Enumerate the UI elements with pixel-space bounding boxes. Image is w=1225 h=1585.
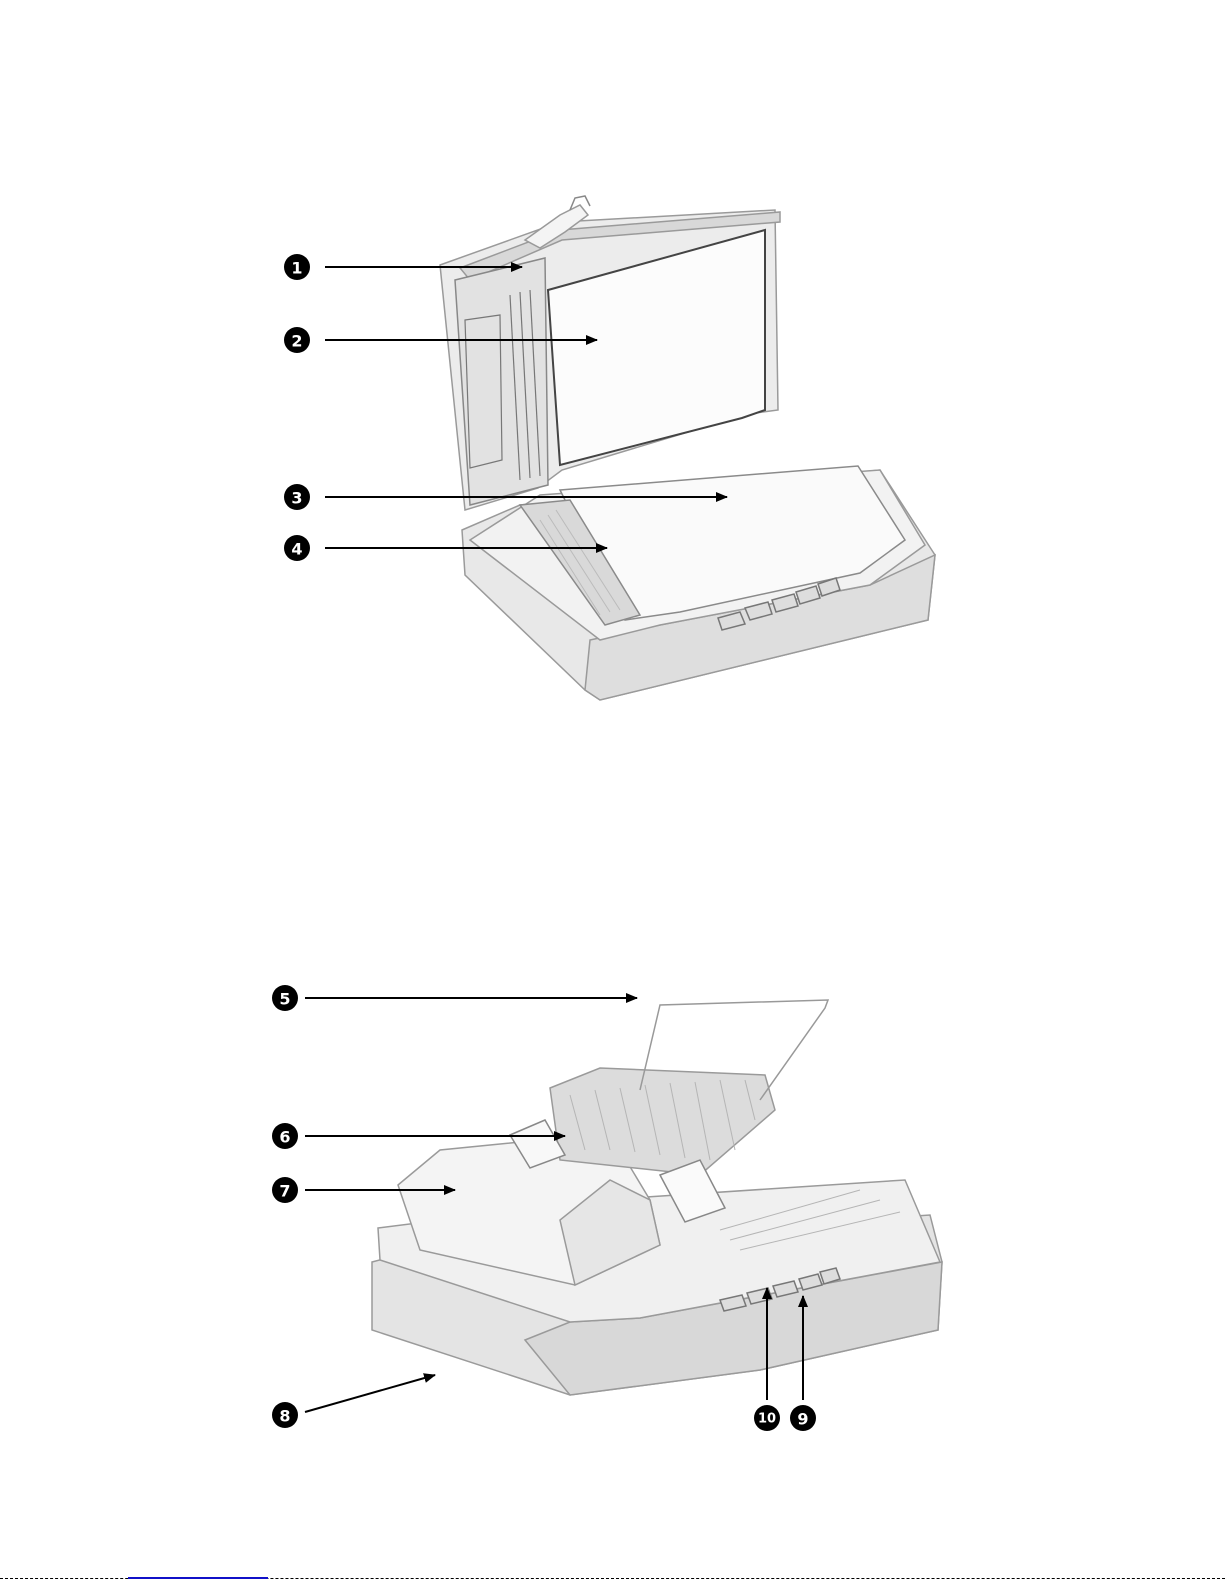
callout-1-label: 1 [291,259,302,278]
callout-3: 3 [284,484,310,510]
callout-3-label: 3 [291,489,302,508]
callout-1: 1 [284,254,310,280]
callout-8-label: 8 [279,1407,290,1426]
footer-link-underline[interactable] [128,1577,268,1579]
paper-tray [550,1068,775,1175]
callout-5: 5 [272,985,298,1011]
callout-9: 9 [790,1405,816,1431]
callout-10-label: 10 [758,1412,776,1427]
scanner-closed-illustration [372,1000,942,1395]
callout-4-label: 4 [291,540,302,559]
callout-7-label: 7 [279,1182,290,1201]
callout-2-label: 2 [291,332,302,351]
callout-6: 6 [272,1123,298,1149]
callout-8: 8 [272,1402,298,1428]
callout-2: 2 [284,327,310,353]
arrow-8 [305,1375,435,1412]
callout-10: 10 [754,1405,780,1431]
callout-4: 4 [284,535,310,561]
callout-7: 7 [272,1177,298,1203]
callout-9-label: 9 [797,1410,808,1429]
callout-6-label: 6 [279,1128,290,1147]
scanner-open-illustration [440,196,935,700]
callout-5-label: 5 [279,990,290,1009]
